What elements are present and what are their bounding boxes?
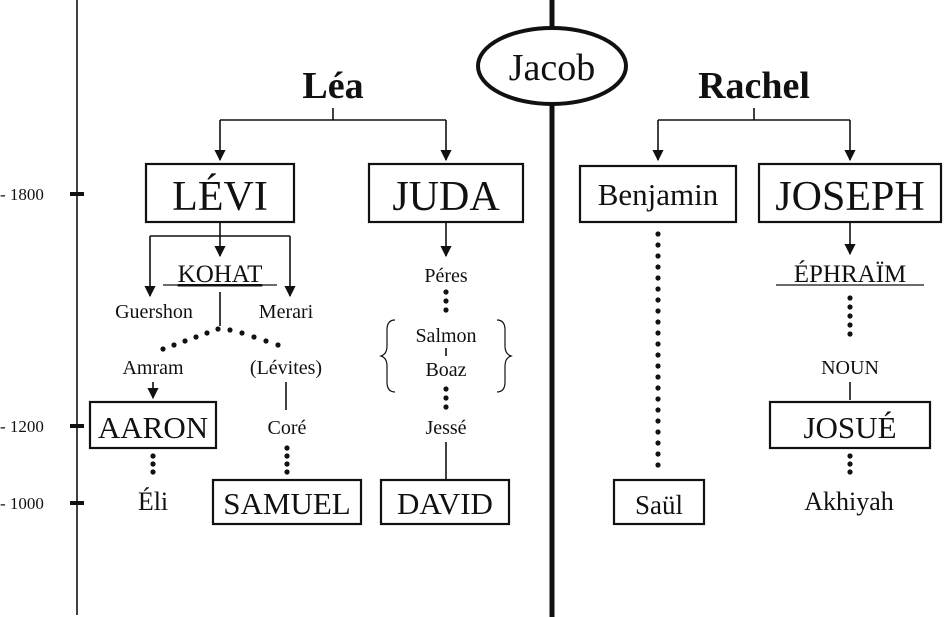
jacob-label: Jacob <box>509 47 596 89</box>
box-saul: Saül <box>612 478 706 526</box>
name-amram: Amram <box>122 357 184 379</box>
name-peres: Péres <box>424 265 468 287</box>
box-josue: JOSUÉ <box>768 400 932 450</box>
box-juda-label: JUDA <box>392 174 500 220</box>
name-salmon: Salmon <box>415 325 476 347</box>
wife-lea: Léa <box>302 65 363 107</box>
name-guershon: Guershon <box>115 301 193 323</box>
name-eli: Éli <box>138 487 168 516</box>
jacob-ellipse <box>476 26 628 106</box>
joseph-descendants: ÉPHRAÏM NOUN <box>776 222 924 400</box>
box-samuel: SAMUEL <box>211 478 363 526</box>
name-ephraim: ÉPHRAÏM <box>794 260 907 288</box>
name-core: Coré <box>268 417 307 439</box>
box-aaron-label: AARON <box>98 410 208 445</box>
levi-descendants: KOHAT Guershon Merari Amram (Lévites) <box>115 222 322 410</box>
dots-peres-salmon <box>443 289 449 313</box>
dots-core-samuel <box>284 445 290 475</box>
name-boaz: Boaz <box>425 359 466 381</box>
tick-label-1200: - 1200 <box>0 417 44 436</box>
box-josue-label: JOSUÉ <box>803 410 896 445</box>
name-merari: Merari <box>259 301 314 323</box>
dots-aaron-eli <box>150 453 156 475</box>
name-levites: (Lévites) <box>250 357 322 379</box>
box-samuel-label: SAMUEL <box>223 486 350 521</box>
box-david-label: DAVID <box>397 486 493 521</box>
dotted-split-kohat <box>160 326 281 352</box>
name-jesse: Jessé <box>425 417 466 439</box>
box-david: DAVID <box>379 478 511 526</box>
box-levi: LÉVI <box>144 162 296 224</box>
juda-descendants: Péres Salmon Boaz Jessé <box>379 222 513 480</box>
box-juda: JUDA <box>367 162 525 224</box>
name-noun: NOUN <box>821 357 879 379</box>
timeline-ticks: - 1800 - 1200 - 1000 <box>0 185 84 513</box>
name-akhiyah: Akhiyah <box>804 487 894 516</box>
wife-rachel: Rachel <box>698 65 810 107</box>
box-benjamin-label: Benjamin <box>598 177 719 212</box>
dots-benjamin-saul <box>655 231 661 468</box>
box-saul-label: Saül <box>635 490 683 520</box>
lea-connectors <box>214 108 452 162</box>
box-joseph-label: JOSEPH <box>775 174 924 220</box>
dots-boaz-jesse <box>443 386 449 410</box>
rachel-connectors <box>652 108 856 162</box>
name-kohat: KOHAT <box>178 261 263 288</box>
box-benjamin: Benjamin <box>578 164 738 224</box>
tick-label-1800: - 1800 <box>0 185 44 204</box>
box-joseph: JOSEPH <box>757 162 943 224</box>
dots-josue-akhiyah <box>847 453 853 475</box>
box-aaron: AARON <box>88 400 218 450</box>
dots-ephraim-noun <box>847 295 853 337</box>
brace-right <box>496 319 513 393</box>
box-levi-label: LÉVI <box>172 173 268 220</box>
tick-label-1000: - 1000 <box>0 494 44 513</box>
brace-left <box>379 319 396 393</box>
